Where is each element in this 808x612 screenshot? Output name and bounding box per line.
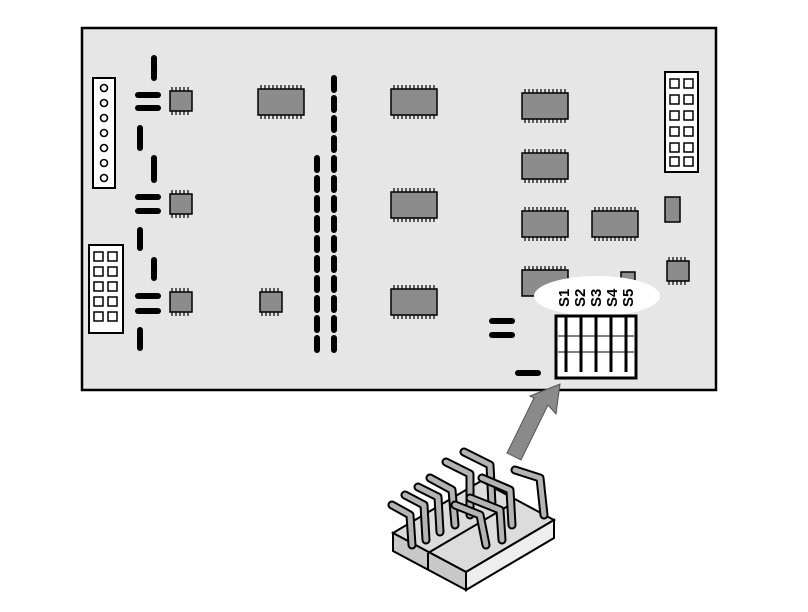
left-pin-header xyxy=(92,77,116,189)
jumper-label-s1: S1 xyxy=(556,289,573,307)
jumper-label-s4: S4 xyxy=(604,288,621,307)
jumper-label-s5: S5 xyxy=(620,289,637,307)
jumper-label-bubble xyxy=(534,276,660,316)
jumper-labels: S1 S2 S3 S4 S5 xyxy=(556,288,637,307)
dashed-bus-columns xyxy=(314,75,337,359)
small-chip-pins xyxy=(171,87,686,316)
callout-arrow xyxy=(506,383,561,461)
left-dual-header xyxy=(88,244,124,334)
small-chips xyxy=(169,90,690,313)
small-capacitor xyxy=(664,196,681,223)
jumper-label-s3: S3 xyxy=(588,289,605,307)
ic-chip-pins xyxy=(260,85,636,319)
right-dual-header xyxy=(664,71,699,173)
component-marks xyxy=(135,55,541,376)
ic-chips xyxy=(257,88,639,316)
jumper-shunt-block-3d xyxy=(387,447,557,592)
jumper-block[interactable] xyxy=(554,314,638,380)
jumper-label-s2: S2 xyxy=(572,289,589,307)
